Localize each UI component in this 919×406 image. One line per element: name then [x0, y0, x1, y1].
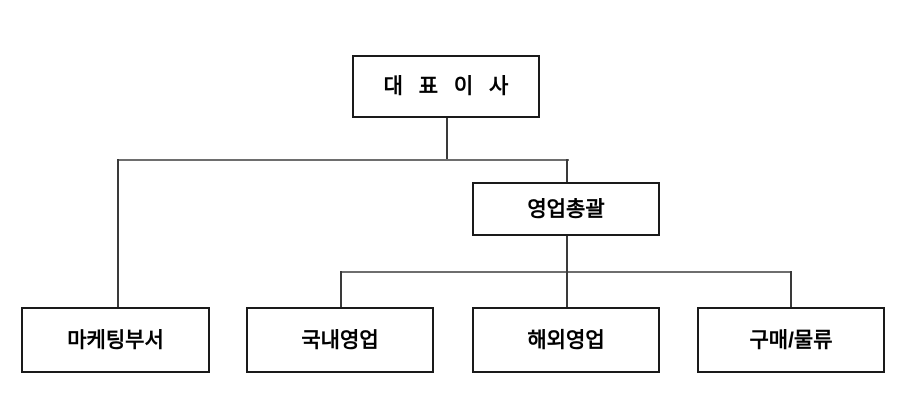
connector-drop-domestic — [340, 271, 342, 308]
connector-drop-logistics — [790, 271, 792, 308]
org-node-marketing-label: 마케팅부서 — [67, 328, 164, 352]
org-node-overseas-sales-label: 해외영업 — [527, 328, 605, 352]
org-node-domestic-sales-label: 국내영업 — [301, 328, 379, 352]
org-node-ceo: 대 표 이 사 — [352, 55, 540, 118]
connector-drop-overseas — [566, 271, 568, 308]
connector-ceo-stem — [446, 118, 448, 161]
org-node-purchasing-logistics-label: 구매/물류 — [749, 328, 833, 352]
org-node-overseas-sales: 해외영업 — [472, 307, 660, 373]
org-node-domestic-sales: 국내영업 — [246, 307, 434, 373]
connector-sales-head-stem — [566, 236, 568, 273]
connector-bus-level1 — [117, 159, 569, 161]
connector-drop-marketing — [117, 159, 119, 308]
org-node-sales-head-label: 영업총괄 — [527, 197, 605, 221]
connector-drop-sales-head — [566, 159, 568, 183]
org-node-marketing: 마케팅부서 — [21, 307, 210, 373]
org-node-ceo-label: 대 표 이 사 — [383, 75, 514, 98]
org-node-purchasing-logistics: 구매/물류 — [697, 307, 885, 373]
org-node-sales-head: 영업총괄 — [472, 182, 660, 236]
